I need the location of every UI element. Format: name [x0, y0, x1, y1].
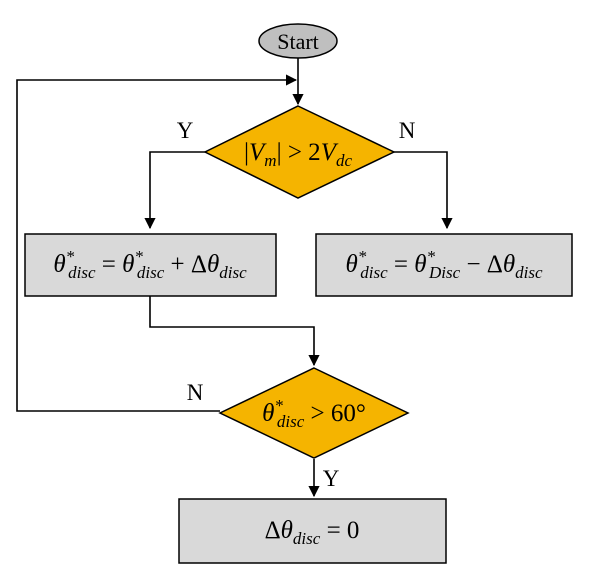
decision-angle-diamond — [218, 367, 410, 459]
process-increase-box — [24, 233, 277, 297]
process-decrease: θ*disc = θ*Disc − Δθdisc — [315, 233, 573, 297]
arrow-decision-no-branch — [394, 151, 453, 230]
arrow-decision-yes-branch — [144, 151, 205, 230]
arrow-angle-no-loop-back — [16, 74, 298, 412]
branch-label-angle-yes: Y — [323, 466, 340, 491]
process-decrease-box — [315, 233, 573, 297]
decision-angle-condition: θ*disc > 60° — [262, 396, 366, 431]
decision-angle: θ*disc > 60° — [218, 367, 410, 459]
decision-voltage: |Vm| > 2Vdc — [203, 105, 396, 199]
process-reset-box — [178, 498, 447, 564]
decision-voltage-diamond — [203, 105, 396, 199]
branch-label-voltage-yes: Y — [177, 118, 194, 143]
start-label: Start — [277, 29, 319, 54]
start-node: Start — [258, 23, 338, 59]
process-reset-formula: Δθdisc = 0 — [265, 517, 360, 548]
branch-label-angle-no: N — [187, 380, 204, 405]
connectors — [16, 58, 453, 498]
process-decrease-formula: θ*disc = θ*Disc − Δθdisc — [345, 247, 543, 282]
branch-label-voltage-no: N — [399, 118, 416, 143]
decision-voltage-condition: |Vm| > 2Vdc — [244, 139, 352, 170]
process-reset: Δθdisc = 0 — [178, 498, 447, 564]
process-increase-formula: θ*disc = θ*disc + Δθdisc — [53, 247, 247, 282]
arrow-increase-to-angle-check — [149, 296, 320, 367]
process-increase: θ*disc = θ*disc + Δθdisc — [24, 233, 277, 297]
